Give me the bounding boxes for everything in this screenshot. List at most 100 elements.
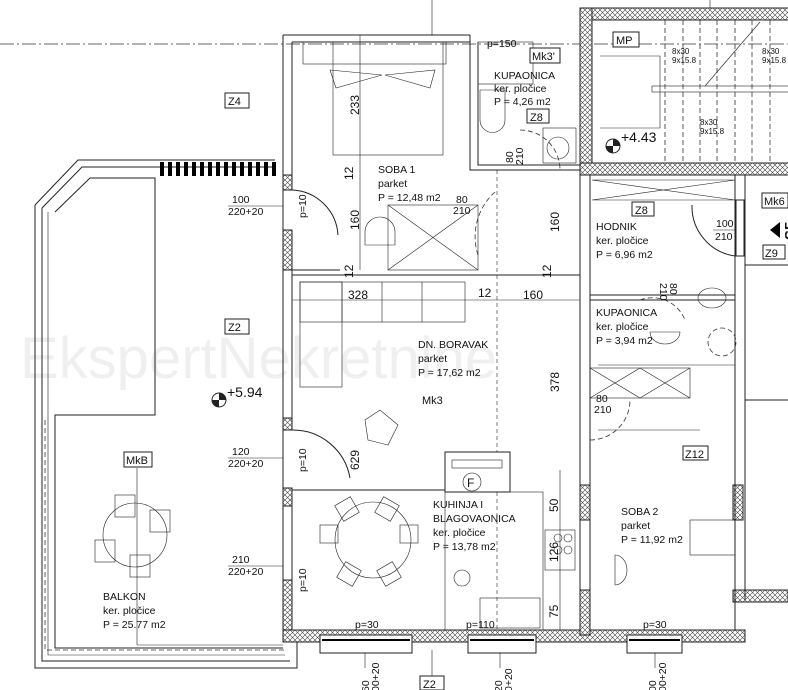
dim-wall-12: 12 bbox=[478, 286, 492, 300]
door-soba1-w: 80 bbox=[456, 194, 468, 206]
tag-z8-bath: Z8 bbox=[530, 112, 543, 124]
level-marker-icon bbox=[212, 393, 226, 407]
boravak-area: P = 17,62 m2 bbox=[418, 367, 481, 379]
elevation-stair: +4.43 bbox=[621, 129, 657, 145]
door-bath2-w: 80 bbox=[667, 283, 679, 295]
dim-wall-12: 12 bbox=[540, 264, 554, 278]
soba2-area: P = 11,92 m2 bbox=[621, 534, 683, 546]
entry-arrow-icon bbox=[770, 222, 780, 238]
elevation-markers: +5.94 +4.43 bbox=[211, 129, 657, 408]
balkon-area: P = 25.77 m2 bbox=[103, 619, 166, 631]
kupaonica2-floor: ker. pločice bbox=[596, 321, 649, 333]
tag-z4: Z4 bbox=[228, 96, 241, 108]
kitchen-symbol: F bbox=[467, 476, 474, 490]
window1-width: 100 bbox=[232, 194, 250, 206]
door-bath1-h: 210 bbox=[514, 147, 526, 165]
dim-right-depth: 378 bbox=[548, 372, 562, 392]
kuhinja-floor: ker. pločice bbox=[433, 527, 486, 539]
bottom-window2-h: 0+20 bbox=[503, 668, 515, 690]
walls bbox=[282, 7, 788, 643]
dim-k50: 50 bbox=[547, 498, 561, 512]
window-labels: 100 220+20 p=10 120 220+20 p=10 210 220+… bbox=[228, 194, 669, 690]
tag-mk6: Mk6 bbox=[764, 196, 785, 208]
tags: Z4 Z2 MkB Z2 Mk3 Mk3' Z8 Z8 Z12 Mk6 Z9 M… bbox=[123, 31, 788, 690]
dim-k75: 75 bbox=[547, 604, 561, 618]
kupaonica1-name: KUPAONICA bbox=[494, 70, 555, 82]
tag-z2: Z2 bbox=[228, 322, 241, 334]
kupaonica2-name: KUPAONICA bbox=[596, 307, 657, 319]
bottom-window1-sill: p=30 bbox=[355, 619, 379, 631]
bottom-window3-h: 00+20 bbox=[657, 662, 669, 690]
soba2-name: SOBA 2 bbox=[621, 506, 659, 518]
tag-mk3: Mk3 bbox=[422, 395, 443, 407]
balkon-floor: ker. pločice bbox=[103, 605, 156, 617]
hodnik-area: P = 6,96 m2 bbox=[596, 249, 653, 261]
bottom-windows bbox=[319, 634, 683, 668]
hodnik-floor: ker. pločice bbox=[596, 235, 649, 247]
tag-z2-bottom: Z2 bbox=[423, 679, 436, 690]
window2-sill: p=10 bbox=[297, 448, 309, 472]
window2-width: 120 bbox=[232, 446, 250, 458]
window3-sill: p=10 bbox=[297, 568, 309, 592]
door-bath2-h: 210 bbox=[657, 283, 669, 301]
window2-height: 220+20 bbox=[228, 458, 263, 470]
stair3-a: 8x30 bbox=[700, 118, 718, 127]
window1-height: 220+20 bbox=[228, 206, 263, 218]
stair-labels: 8x30 9x15.8 8x30 9x15.8 8x30 9x15.8 bbox=[672, 47, 787, 136]
boravak-name: DN. BORAVAK bbox=[418, 339, 488, 351]
room-labels: SOBA 1 parket P = 12,48 m2 KUPAONICA ker… bbox=[103, 70, 683, 631]
railing-marks bbox=[160, 162, 276, 176]
hodnik-name: HODNIK bbox=[596, 221, 637, 233]
kuhinja-area: P = 13,78 m2 bbox=[433, 541, 496, 553]
tag-z12: Z12 bbox=[685, 449, 704, 461]
door-soba2-h: 210 bbox=[594, 404, 612, 416]
window3-width: 210 bbox=[232, 554, 250, 566]
stair2-b: 9x15.8 bbox=[762, 56, 787, 65]
bottom-window3-w: 00 bbox=[647, 680, 659, 690]
watermark: EkspertNekretnine bbox=[20, 326, 497, 391]
stair3-b: 9x15.8 bbox=[700, 127, 725, 136]
dim-wall-12: 12 bbox=[342, 264, 356, 278]
stair1-b: 9x15.8 bbox=[672, 56, 697, 65]
door-soba1-h: 210 bbox=[453, 205, 471, 217]
dim-soba1-depth: 160 bbox=[348, 210, 362, 230]
level-marker-icon bbox=[606, 139, 620, 153]
kuhinja-name2: BLAGOVAONICA bbox=[433, 513, 516, 525]
window1-sill: p=10 bbox=[297, 194, 309, 218]
furniture bbox=[94, 20, 788, 631]
door-soba2-w: 80 bbox=[596, 393, 608, 405]
tag-z8-hall: Z8 bbox=[635, 205, 648, 217]
stair2-a: 8x30 bbox=[762, 47, 780, 56]
soba1-name: SOBA 1 bbox=[378, 164, 416, 176]
soba1-area: P = 12,48 m2 bbox=[378, 192, 441, 204]
dimensions: 233 12 160 12 160 12 12 328 160 629 378 … bbox=[292, 95, 580, 630]
kupaonica1-area: P = 4,26 m2 bbox=[494, 96, 551, 108]
elevation-balcony: +5.94 bbox=[227, 384, 263, 400]
kupaonica1-floor: ker. pločice bbox=[494, 83, 547, 95]
dim-wall-12: 12 bbox=[342, 166, 356, 180]
door-labels: 80 210 80 210 100 210 80 210 80 210 p=15… bbox=[453, 38, 735, 416]
bottom-window2-w: 20 bbox=[493, 680, 505, 690]
dim-bed: 233 bbox=[348, 95, 362, 115]
soba1-floor: parket bbox=[378, 178, 407, 190]
door-entry-w: 100 bbox=[716, 218, 734, 230]
tag-s5: S5 bbox=[782, 222, 788, 240]
tag-z9: Z9 bbox=[765, 248, 778, 260]
window3-height: 220+20 bbox=[228, 566, 263, 578]
kupaonica2-area: P = 3,94 m2 bbox=[596, 335, 653, 347]
bottom-window2-sill: p=110 bbox=[466, 619, 495, 631]
kuhinja-name1: KUHINJA I bbox=[433, 499, 483, 511]
dim-living-depth: 629 bbox=[348, 450, 362, 470]
door-swings bbox=[291, 129, 745, 479]
balcony-outline bbox=[34, 159, 298, 669]
bottom-window3-sill: p=30 bbox=[643, 619, 667, 631]
tag-mp: MP bbox=[616, 35, 633, 47]
bottom-window1-h: 00+20 bbox=[370, 662, 382, 690]
dim-k126: 126 bbox=[547, 542, 561, 562]
balkon-name: BALKON bbox=[103, 591, 146, 603]
bottom-window1-w: 60 bbox=[360, 680, 372, 690]
soba2-floor: parket bbox=[621, 520, 650, 532]
shower-sill: p=150 bbox=[487, 38, 517, 50]
dim-living-width: 328 bbox=[348, 288, 368, 302]
door-entry-h: 210 bbox=[715, 231, 733, 243]
